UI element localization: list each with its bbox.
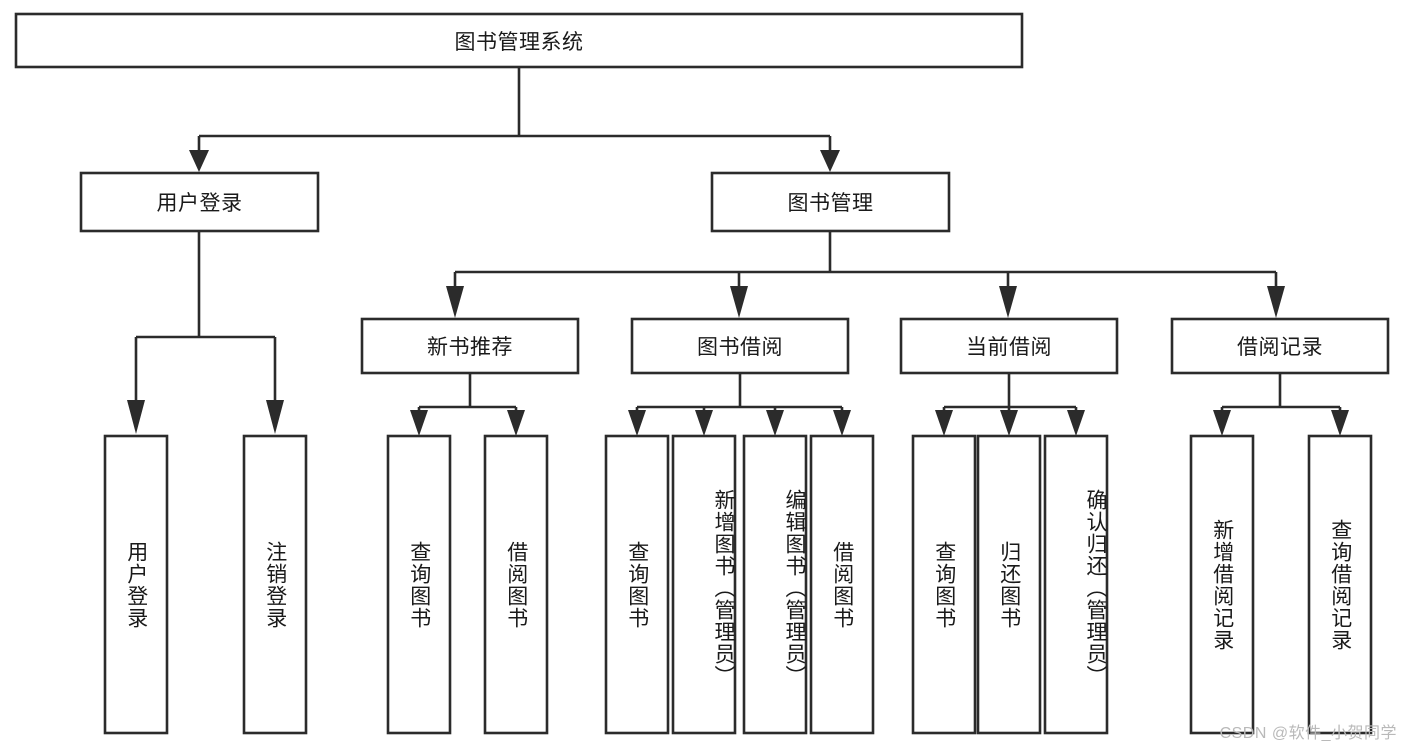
arrow-head-new-book-recommend [446,286,464,318]
node-leaf-return-book-box[interactable] [976,434,1042,735]
node-book-manage-box[interactable] [710,171,951,233]
node-leaf-edit-book-box[interactable] [742,434,808,735]
arrow-head-leaf-query-book-3 [935,410,953,436]
arrow-head-book-manage [820,150,840,172]
node-leaf-query-record-box[interactable] [1307,434,1373,735]
node-root-box[interactable] [14,12,1024,69]
node-book-borrow-box[interactable] [630,317,850,375]
arrow-head-leaf-borrow-book-2 [833,410,851,436]
arrow-head-leaf-query-book-2 [628,410,646,436]
arrow-head-leaf-confirm-return [1067,410,1085,436]
node-leaf-add-book-box[interactable] [671,434,737,735]
arrow-head-leaf-edit-book [766,410,784,436]
arrow-head-leaf-query-book-1 [410,410,428,436]
arrow-head-leaf-logout [266,400,284,434]
arrow-head-borrow-record [1267,286,1285,318]
arrow-head-leaf-query-record [1331,410,1349,436]
node-leaf-confirm-return-box[interactable] [1043,434,1109,735]
node-borrow-record-box[interactable] [1170,317,1390,375]
watermark-text: CSDN @软件_小贺同学 [1219,725,1397,742]
arrow-head-leaf-user-login [127,400,145,434]
node-leaf-user-login-box[interactable] [103,434,169,735]
node-new-book-recommend-box[interactable] [360,317,580,375]
node-leaf-query-book-1-box[interactable] [386,434,452,735]
node-leaf-query-book-3-box[interactable] [911,434,977,735]
node-leaf-borrow-book-2-box[interactable] [809,434,875,735]
node-user-login-box[interactable] [79,171,320,233]
arrow-head-user-login [189,150,209,172]
node-leaf-logout-box[interactable] [242,434,308,735]
node-leaf-query-book-2-box[interactable] [604,434,670,735]
node-current-borrow-box[interactable] [899,317,1119,375]
node-leaf-add-record-box[interactable] [1189,434,1255,735]
arrow-head-leaf-add-book [695,410,713,436]
arrow-head-current-borrow [999,286,1017,318]
arrow-head-leaf-add-record [1213,410,1231,436]
arrow-head-book-borrow [730,286,748,318]
arrow-head-leaf-borrow-book-1 [507,410,525,436]
arrow-head-leaf-return-book [1000,410,1018,436]
node-leaf-borrow-book-1-box[interactable] [483,434,549,735]
